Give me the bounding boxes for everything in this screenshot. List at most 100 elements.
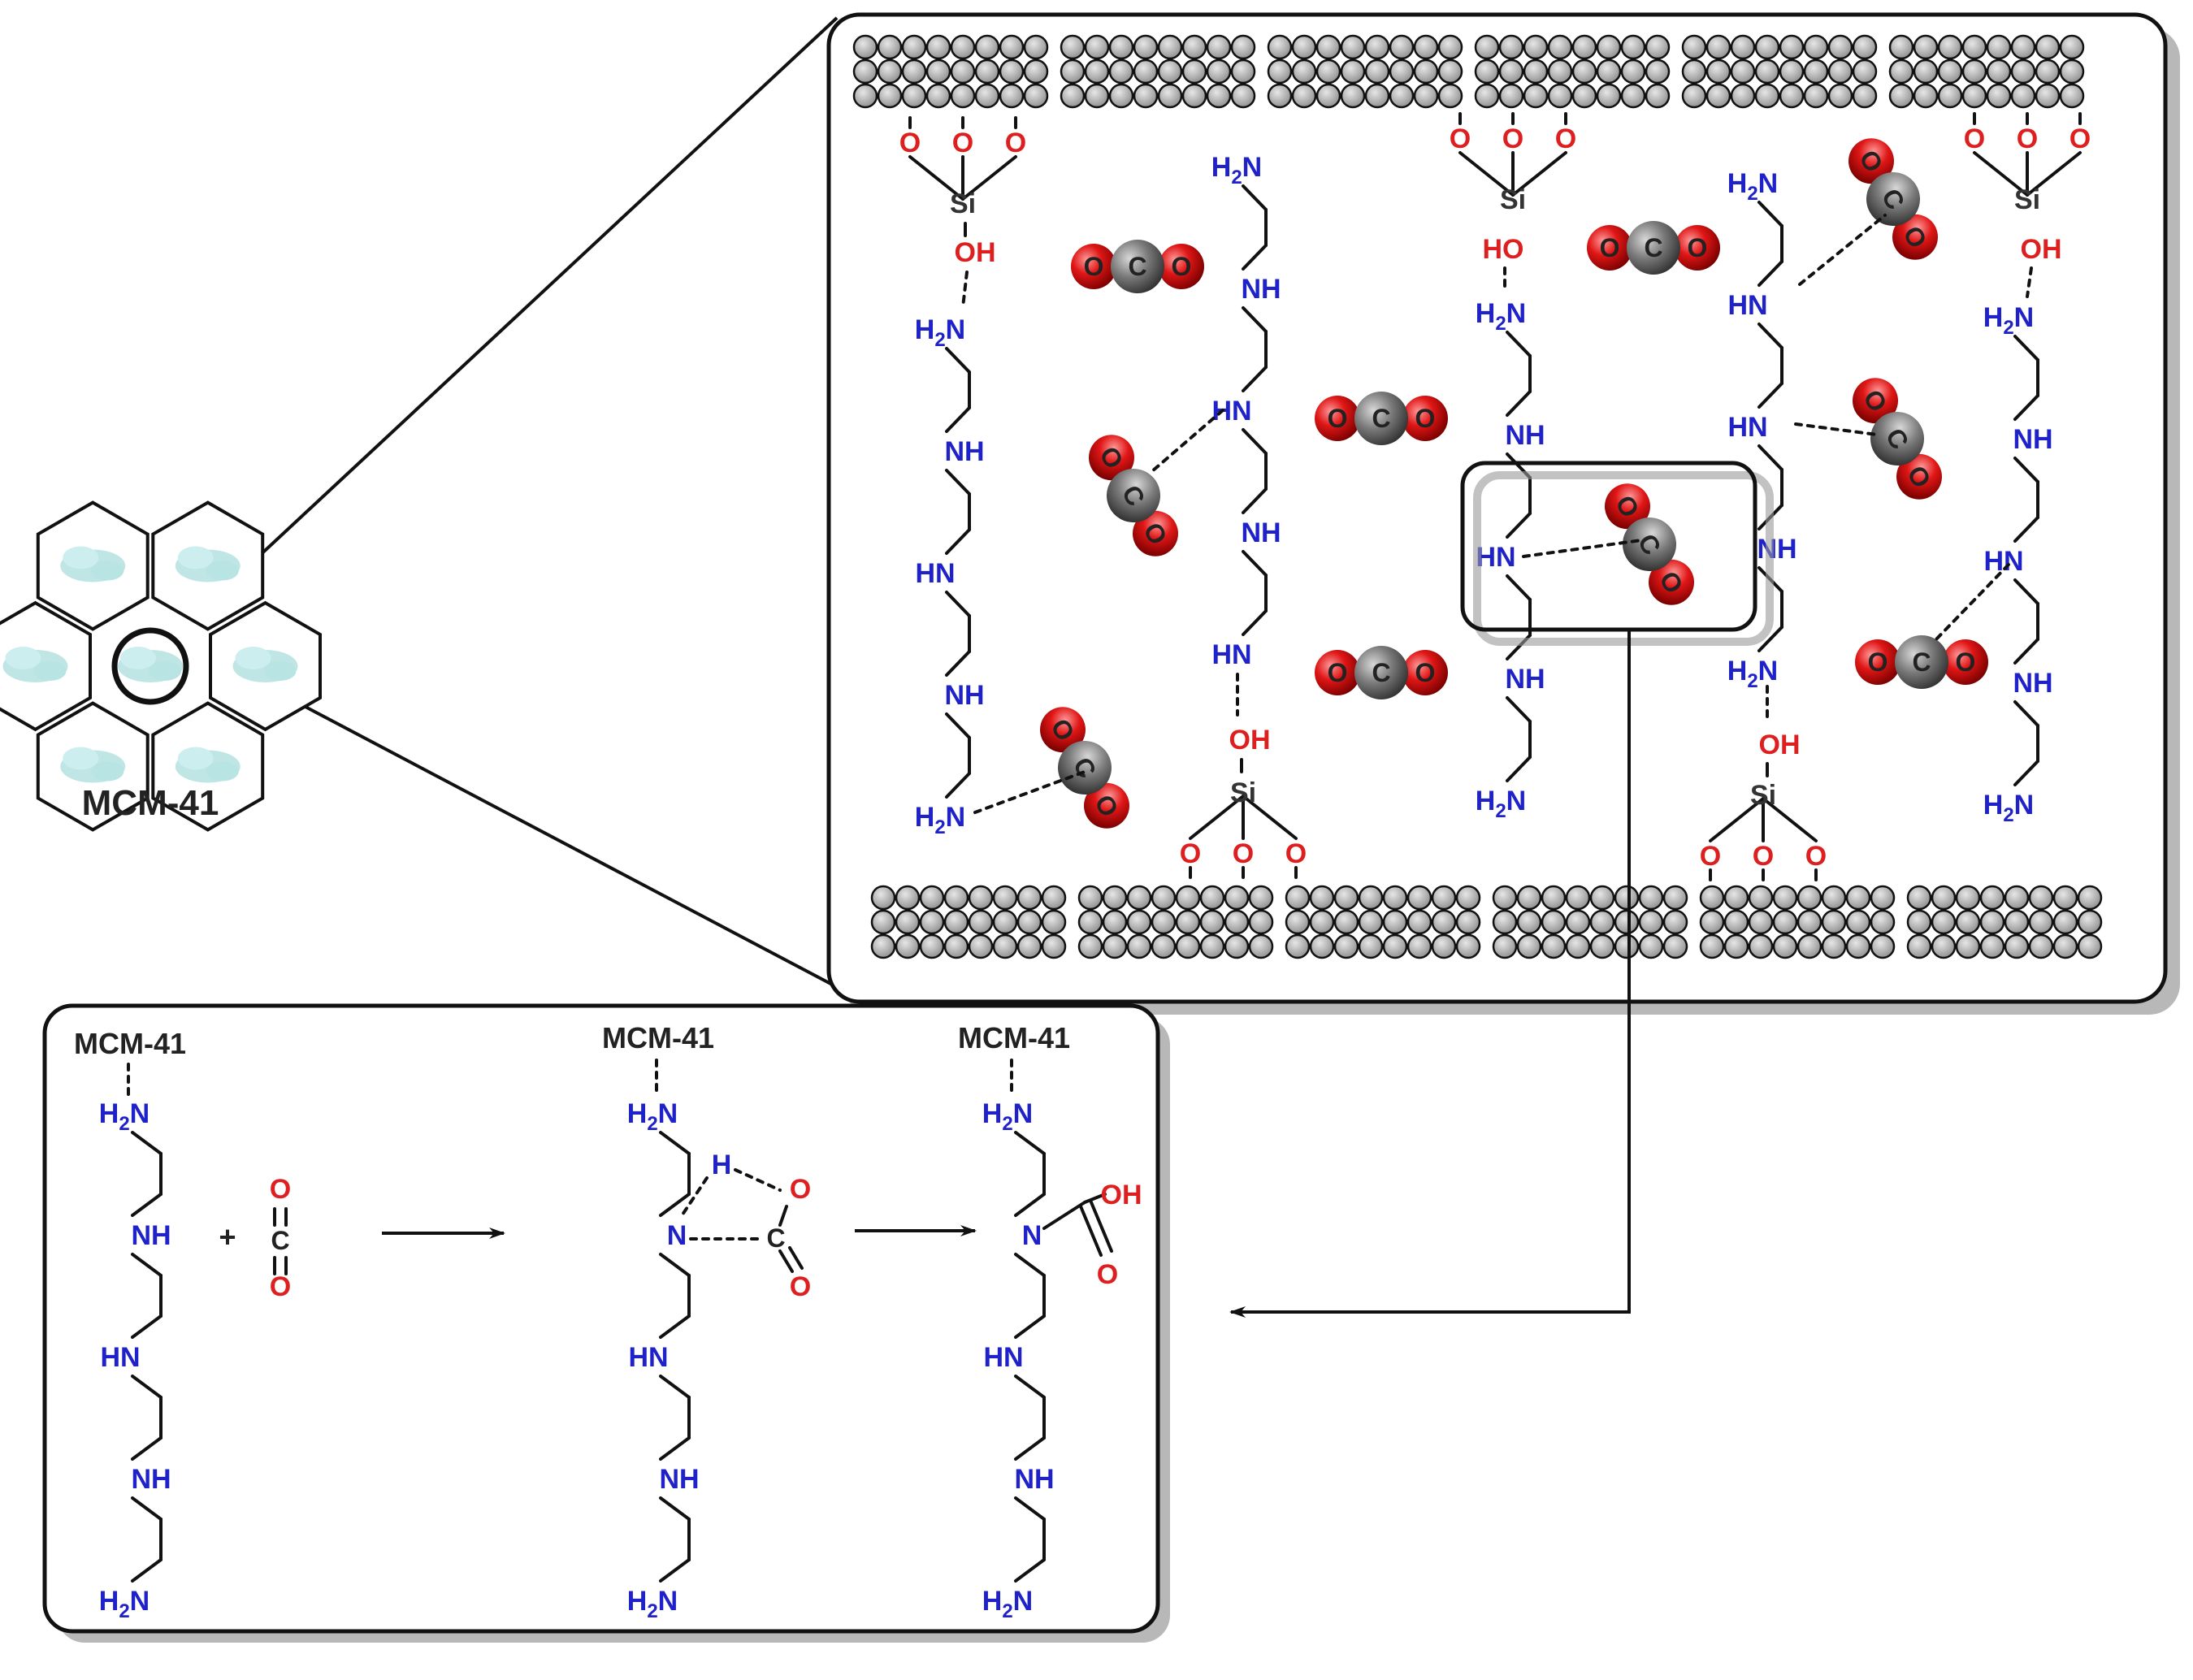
wall-ball <box>1589 933 1615 959</box>
wall-ball <box>1291 34 1317 60</box>
wall-ball <box>2059 58 2085 84</box>
bond <box>1242 244 1268 271</box>
wall-ball <box>1547 58 1573 84</box>
wall-ball <box>877 58 903 84</box>
o-label: O <box>1328 404 1348 433</box>
bond <box>945 650 971 677</box>
wall-ball <box>2035 83 2061 109</box>
h2n-label: H2N <box>982 1586 1033 1622</box>
co2-h-bond <box>1798 214 1887 286</box>
wall-ball <box>1333 909 1359 935</box>
wall-ball <box>870 933 896 959</box>
o-label: O <box>2017 123 2038 154</box>
bond <box>2013 516 2039 543</box>
c-label: C <box>1128 252 1146 281</box>
o-label: O <box>1415 404 1436 433</box>
wall-ball <box>1845 933 1871 959</box>
bond <box>131 1558 163 1583</box>
wall-ball <box>1986 58 2012 84</box>
hn-label: HN <box>1211 396 1251 426</box>
oxygen-ball <box>1675 225 1720 271</box>
wall-ball <box>1498 83 1524 109</box>
wall-ball <box>1492 885 1518 911</box>
bond <box>1014 1558 1046 1583</box>
amine-subscript: 2 <box>1495 313 1506 335</box>
amine-n: N <box>946 802 966 833</box>
wall-ball <box>895 933 921 959</box>
wall-ball <box>1870 933 1896 959</box>
wall-ball <box>1492 909 1518 935</box>
wall-ball <box>1596 34 1622 60</box>
wall-ball <box>1662 885 1688 911</box>
h2n-label: H2N <box>99 1586 150 1622</box>
o-label: O <box>270 1271 291 1302</box>
wall-ball <box>1681 34 1707 60</box>
co2-h-bond <box>1522 539 1643 558</box>
wall-ball <box>968 909 994 935</box>
wall-ball <box>1516 933 1542 959</box>
carbon-ball <box>1111 240 1164 293</box>
wall-ball <box>1913 58 1939 84</box>
wall-ball <box>1516 885 1542 911</box>
bond <box>2013 394 2039 421</box>
wall-ball <box>1681 83 1707 109</box>
n-c-bond <box>1042 1201 1086 1230</box>
o-label: O <box>899 128 921 158</box>
wall-ball <box>1870 885 1896 911</box>
wall-ball <box>1389 83 1415 109</box>
nh-label: NH <box>1757 534 1796 565</box>
bond <box>131 1375 163 1399</box>
wall-ball <box>1333 885 1359 911</box>
h-label: H <box>712 1150 732 1180</box>
wall-ball <box>1084 34 1110 60</box>
hn-label: HN <box>915 558 955 589</box>
zoom-line-bottom <box>243 673 838 989</box>
wall-ball <box>1961 58 1987 84</box>
wall-ball <box>1333 933 1359 959</box>
wall-ball <box>1364 83 1390 109</box>
bond <box>2013 578 2039 605</box>
wall-ball <box>919 909 945 935</box>
wall-ball <box>1309 909 1335 935</box>
wall-ball <box>1827 83 1853 109</box>
o-label: O <box>1172 252 1192 281</box>
reaction-panel <box>42 1003 1160 1634</box>
wall-ball <box>1413 58 1439 84</box>
wall-ball <box>1614 909 1640 935</box>
wall-ball <box>1023 58 1049 84</box>
hn-label: HN <box>1727 412 1767 443</box>
amine-n: N <box>1758 168 1779 199</box>
pore-cloud <box>118 647 183 682</box>
wall-ball <box>1645 34 1671 60</box>
wall-ball <box>852 58 878 84</box>
carbon-ball <box>1354 392 1408 445</box>
wall-ball <box>1413 83 1439 109</box>
h2n-label: H2N <box>1211 152 1262 188</box>
wall-ball <box>1730 58 1756 84</box>
bond <box>131 1131 163 1155</box>
nh-label: NH <box>1505 420 1545 451</box>
wall-ball <box>943 885 969 911</box>
wall-ball <box>1754 34 1780 60</box>
wall-ball <box>2028 885 2054 911</box>
wall-ball <box>1796 909 1822 935</box>
wall-ball <box>1358 933 1384 959</box>
nh-label: NH <box>944 680 984 711</box>
wall-ball <box>1523 83 1549 109</box>
wall-ball <box>2052 909 2078 935</box>
wall-ball <box>1041 885 1067 911</box>
bond <box>2013 700 2039 727</box>
amine-subscript: 2 <box>1002 1113 1012 1135</box>
wall-ball <box>1614 885 1640 911</box>
carbon-ball <box>1354 646 1408 699</box>
bond <box>945 347 971 374</box>
wall-ball <box>1571 83 1597 109</box>
h-bond <box>961 271 969 309</box>
oxygen-ball <box>1896 453 1942 500</box>
amine-n: N <box>658 1586 678 1617</box>
